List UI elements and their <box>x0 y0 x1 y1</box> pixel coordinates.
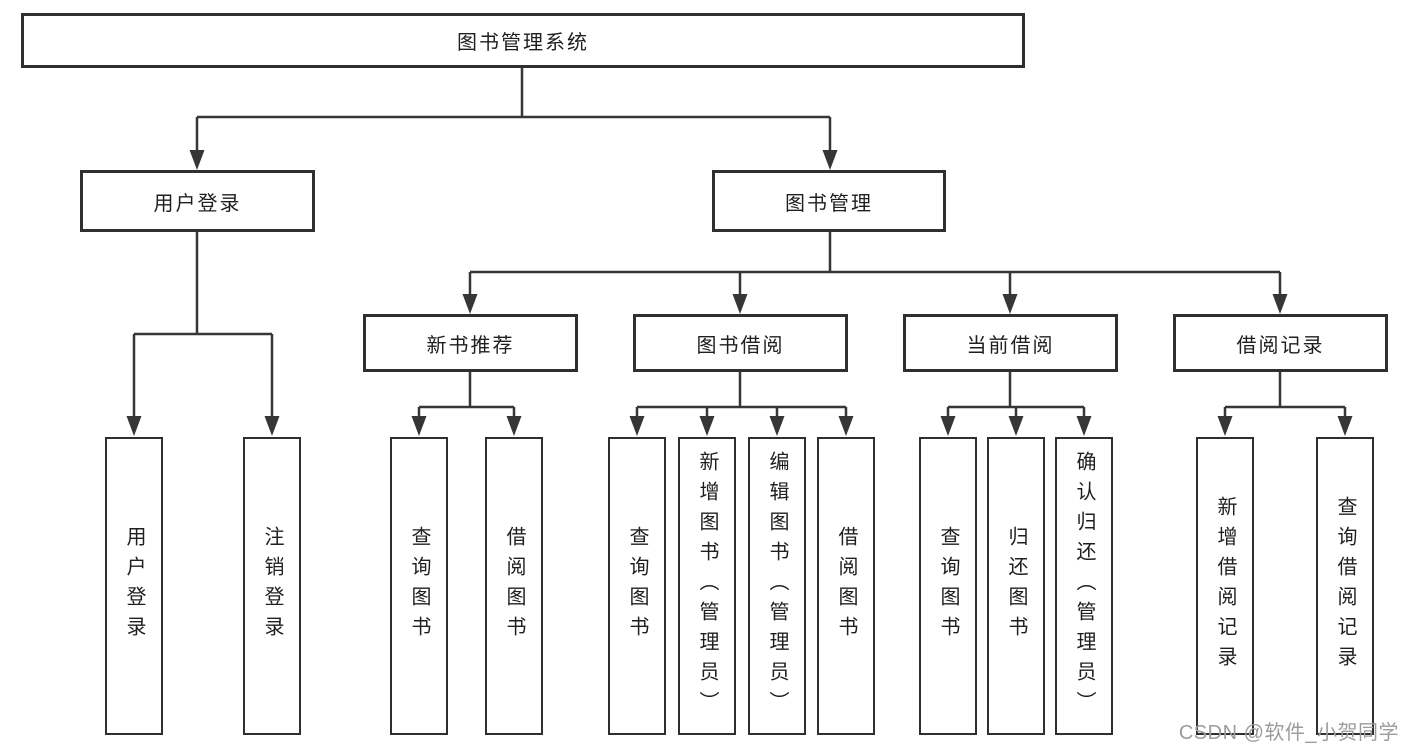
leaf-user-login-label: 用户登录 <box>123 526 145 646</box>
leaf-logout: 注销登录 <box>243 437 301 735</box>
leaf-add-book-admin: 新增图书（管理员） <box>678 437 736 735</box>
leaf-query-books-borrow: 查询图书 <box>608 437 666 735</box>
leaf-query-borrow-record: 查询借阅记录 <box>1316 437 1374 735</box>
leaf-borrow-books: 借阅图书 <box>817 437 875 735</box>
leaf-borrow-books-recommend-label: 借阅图书 <box>503 526 525 646</box>
leaf-add-book-admin-label: 新增图书（管理员） <box>696 451 718 721</box>
leaf-confirm-return-admin-label: 确认归还（管理员） <box>1073 451 1095 721</box>
leaf-query-books-recommend: 查询图书 <box>390 437 448 735</box>
node-user-login: 用户登录 <box>80 170 315 232</box>
leaf-query-books-borrow-label: 查询图书 <box>626 526 648 646</box>
node-user-login-label: 用户登录 <box>153 192 242 215</box>
leaf-add-borrow-record: 新增借阅记录 <box>1196 437 1254 735</box>
node-current-borrowing-label: 当前借阅 <box>966 334 1055 357</box>
leaf-user-login: 用户登录 <box>105 437 163 735</box>
node-root: 图书管理系统 <box>21 13 1025 68</box>
node-book-management-label: 图书管理 <box>785 192 873 215</box>
node-borrowing-records: 借阅记录 <box>1173 314 1388 372</box>
node-current-borrowing: 当前借阅 <box>903 314 1118 372</box>
leaf-return-book-label: 归还图书 <box>1005 526 1027 646</box>
leaf-edit-book-admin-label: 编辑图书（管理员） <box>766 451 788 721</box>
node-book-borrowing: 图书借阅 <box>633 314 848 372</box>
leaf-query-borrow-record-label: 查询借阅记录 <box>1334 496 1356 676</box>
node-borrowing-records-label: 借阅记录 <box>1236 334 1325 357</box>
leaf-query-books-recommend-label: 查询图书 <box>408 526 430 646</box>
node-new-book-recommendation: 新书推荐 <box>363 314 578 372</box>
leaf-logout-label: 注销登录 <box>261 526 283 646</box>
watermark: CSDN @软件_小贺同学 <box>1178 722 1399 744</box>
node-book-borrowing-label: 图书借阅 <box>696 334 785 357</box>
leaf-confirm-return-admin: 确认归还（管理员） <box>1055 437 1113 735</box>
leaf-borrow-books-label: 借阅图书 <box>835 526 857 646</box>
leaf-edit-book-admin: 编辑图书（管理员） <box>748 437 806 735</box>
node-root-label: 图书管理系统 <box>457 32 589 54</box>
leaf-return-book: 归还图书 <box>987 437 1045 735</box>
leaf-add-borrow-record-label: 新增借阅记录 <box>1214 496 1236 676</box>
connector-line-path <box>132 67 1347 417</box>
leaf-borrow-books-recommend: 借阅图书 <box>485 437 543 735</box>
leaf-query-books-current-label: 查询图书 <box>937 526 959 646</box>
node-book-management: 图书管理 <box>712 170 946 232</box>
leaf-query-books-current: 查询图书 <box>919 437 977 735</box>
node-new-book-recommendation-label: 新书推荐 <box>426 334 515 357</box>
